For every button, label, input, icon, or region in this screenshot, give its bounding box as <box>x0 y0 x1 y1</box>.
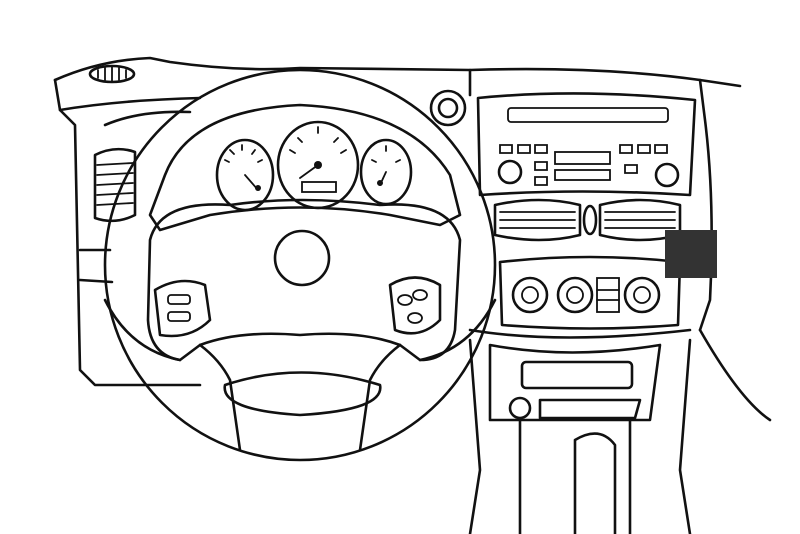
dashboard-body <box>53 56 772 534</box>
left-side-vent <box>93 147 137 223</box>
radio-unit <box>476 92 697 197</box>
top-left-vent <box>88 64 136 84</box>
left-wheel-buttons <box>153 279 212 338</box>
horn-hub <box>273 229 331 287</box>
climate-control-panel <box>498 255 682 330</box>
center-vents <box>493 198 682 242</box>
instrument-cluster <box>148 103 462 232</box>
mount-position-marker <box>665 230 717 278</box>
center-top-vent <box>429 89 467 127</box>
tachometer-gauge <box>215 138 275 212</box>
steering-wheel <box>103 68 497 462</box>
lower-compartment <box>508 360 642 420</box>
speedometer-gauge <box>276 120 360 210</box>
right-wheel-buttons <box>388 276 442 335</box>
